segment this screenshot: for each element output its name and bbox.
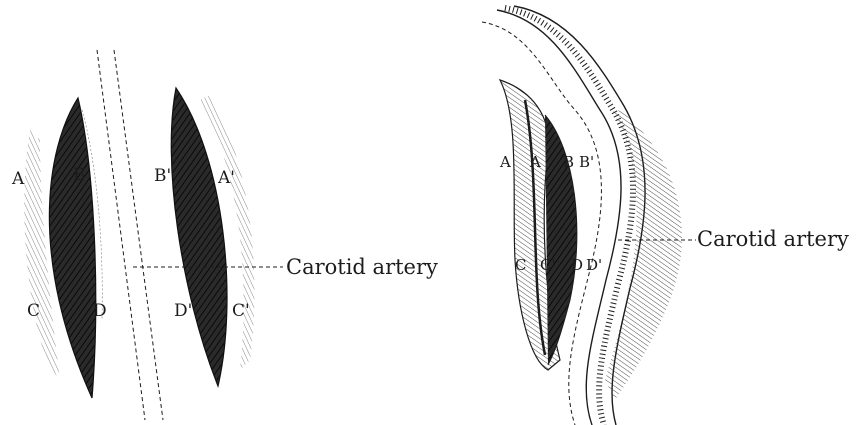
right-label-d: D [571,256,583,274]
label-a: A [11,169,25,189]
label-d-prime: D' [174,301,192,321]
left-carotid-artery [97,50,163,420]
right-carotid-label: Carotid artery [697,227,849,251]
right-label-b-prime: B' [579,153,594,171]
label-c-prime: C' [232,301,250,321]
right-label-d-prime: D' [586,256,602,274]
right-label-c-inner: C' [540,256,556,274]
right-tissue-hatching [605,110,682,400]
right-label-a-outer: A [499,153,511,171]
label-b: B [73,165,86,185]
right-wound [500,80,577,370]
label-c: C [27,301,40,321]
label-d: D [93,301,107,321]
right-label-c-outer: C [515,256,526,274]
right-wound-edge [171,88,254,386]
right-label-b: B [563,153,574,171]
left-wound-edge [24,98,102,398]
left-figure: A B C D B' A' D' C' Carotid artery [11,50,438,420]
right-label-a-inner: A [529,153,541,171]
label-b-prime: B' [154,166,171,186]
right-figure: A A B B' C C' D D' Carotid artery [482,6,849,425]
label-a-prime: A' [217,168,235,188]
left-carotid-label: Carotid artery [286,255,438,279]
